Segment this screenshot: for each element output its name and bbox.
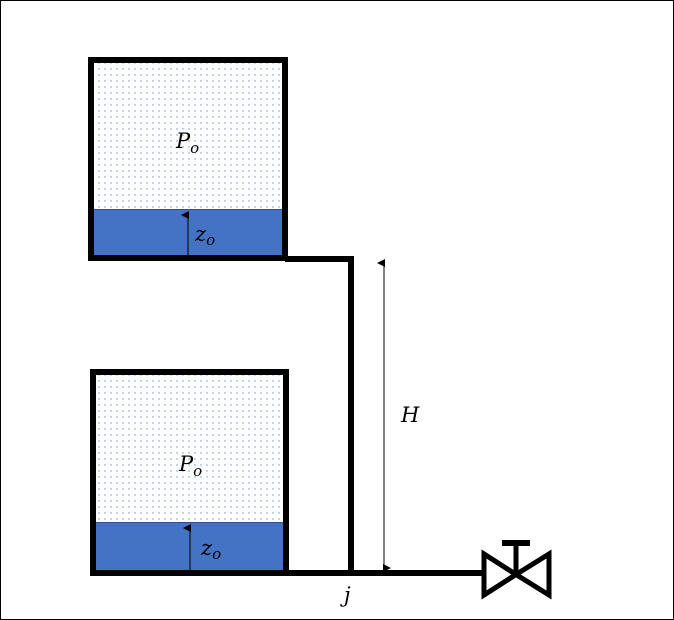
height-label: H [400,403,420,427]
top-tank-level-label: zo [194,222,215,249]
top-tank: Po zo [88,57,288,261]
top-tank-wall [88,57,288,261]
valve-icon[interactable] [481,540,552,600]
junction-label: j [340,583,351,607]
bottom-tank-level-label: zo [200,536,221,563]
bottom-tank: Po zo [90,369,289,571]
bottom-tank-wall [90,369,289,571]
top-tank-pressure-label: Po [175,129,199,157]
bottom-tank-pressure-label: Po [178,452,202,480]
bottom-tank-gas [93,372,286,523]
top-tank-gas [91,60,285,210]
upper-pipe [285,256,354,574]
